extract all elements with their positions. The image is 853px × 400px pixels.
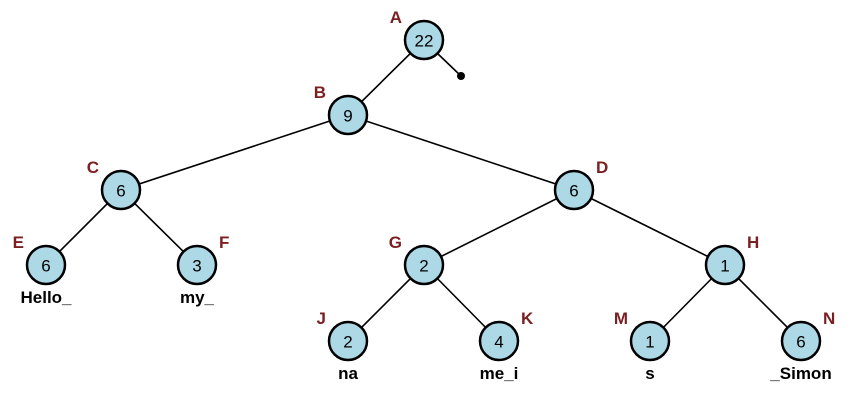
edges [45, 39, 802, 342]
node-circle [629, 320, 671, 362]
node-label: A [390, 8, 402, 27]
node-circle [327, 94, 369, 136]
node-circle [176, 244, 218, 286]
node-weight: 6 [116, 182, 125, 201]
node-weight: 3 [192, 257, 201, 276]
null-pointer-dot [457, 72, 465, 80]
node-label: D [596, 158, 608, 177]
node-label: N [823, 309, 835, 328]
node-G: 2G [389, 233, 445, 286]
edge-B-C [120, 114, 349, 191]
leaf-string: Hello_ [20, 288, 72, 307]
node-label: C [87, 158, 99, 177]
node-label: B [314, 83, 326, 102]
node-circle [403, 244, 445, 286]
node-label: J [317, 309, 326, 328]
node-weight: 6 [796, 333, 805, 352]
node-N: 6N _Simon [769, 309, 835, 383]
node-circle [25, 244, 67, 286]
node-circle [478, 320, 520, 362]
node-weight: 9 [343, 107, 352, 126]
node-C: 6C [87, 158, 142, 211]
node-M: 1Ms [614, 309, 671, 383]
node-circle [100, 169, 142, 211]
nodes: 22A9B6C6D6EHello_3Fmy_2G1H2Jna4Kme_i1Ms6… [13, 8, 836, 383]
leaf-string: s [645, 364, 654, 383]
node-label: G [389, 233, 402, 252]
node-weight: 1 [720, 257, 729, 276]
node-weight: 6 [41, 257, 50, 276]
node-label: K [521, 309, 534, 328]
edge-A-null [436, 52, 462, 77]
node-weight: 2 [343, 333, 352, 352]
node-weight: 2 [419, 257, 428, 276]
leaf-string: _Simon [769, 364, 831, 383]
node-label: M [614, 309, 628, 328]
node-circle [403, 19, 445, 61]
node-weight: 1 [645, 333, 654, 352]
edge-D-H [573, 189, 726, 266]
edge-B-D [347, 114, 575, 191]
node-label: F [219, 233, 229, 252]
node-weight: 22 [415, 32, 434, 51]
node-circle [704, 244, 746, 286]
node-A: 22 A [390, 8, 445, 61]
node-E: 6E Hello_ [13, 233, 72, 307]
leaf-string: my_ [180, 288, 215, 307]
node-circle [327, 320, 369, 362]
node-B: 9B [314, 83, 369, 136]
node-weight: 6 [569, 182, 578, 201]
node-circle [780, 320, 822, 362]
node-label: H [747, 233, 759, 252]
node-weight: 4 [494, 333, 503, 352]
node-circle [553, 169, 595, 211]
node-label: E [13, 233, 24, 252]
leaf-string: na [338, 364, 358, 383]
node-D: 6D [553, 158, 608, 211]
leaf-string: me_i [480, 364, 519, 383]
node-H: 1H [704, 233, 759, 286]
edge-D-G [423, 189, 575, 266]
